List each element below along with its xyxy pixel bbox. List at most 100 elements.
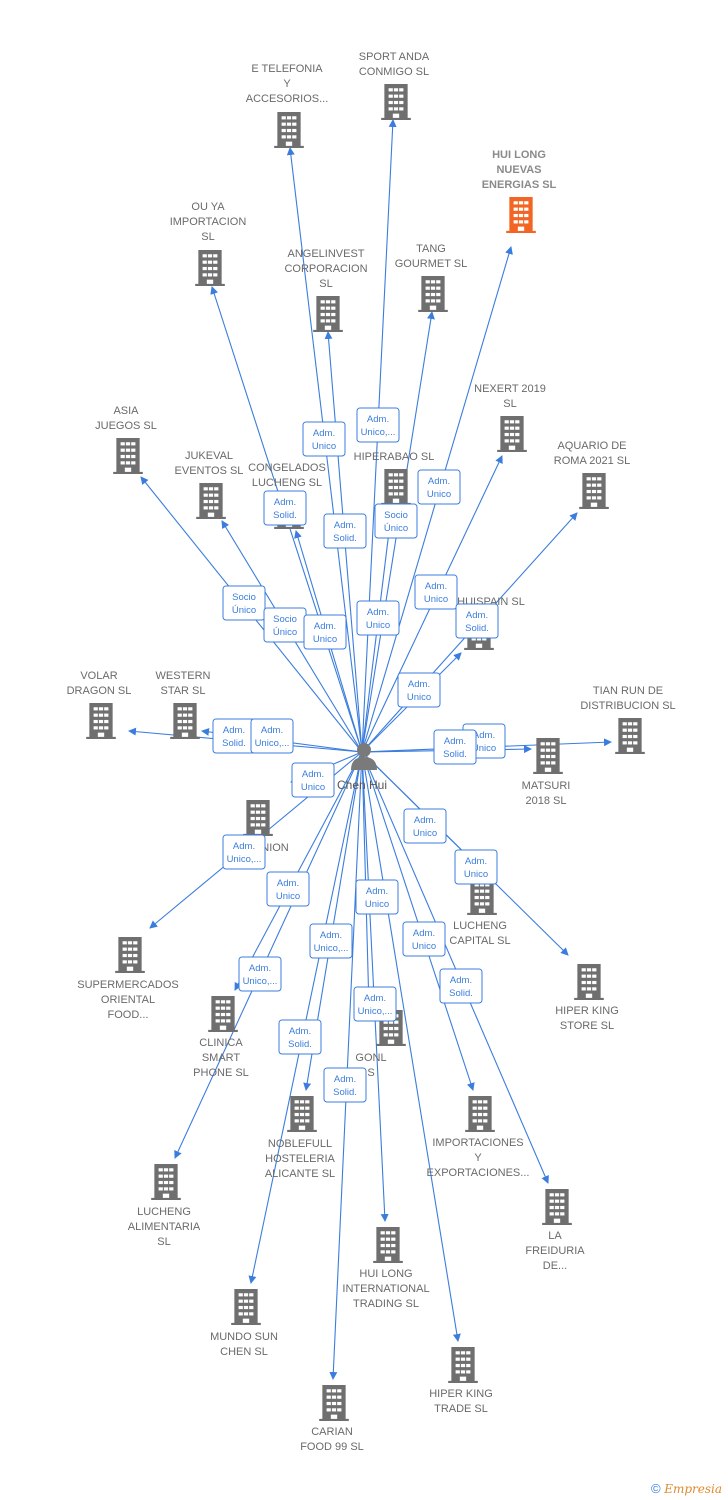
relation-badge-box xyxy=(433,729,477,765)
relation-badge-text: Adm. xyxy=(334,1074,356,1085)
relation-badge-text: Unico xyxy=(312,441,336,452)
relation-badge[interactable]: Adm.Unico,... xyxy=(238,956,282,992)
relation-badge-text: Solid. xyxy=(288,1039,312,1050)
relation-badge[interactable]: Adm.Unico xyxy=(414,574,458,610)
relation-badge[interactable]: Adm.Unico,... xyxy=(353,986,397,1022)
company-node-c1[interactable]: E TELEFONIAYACCESORIOS... xyxy=(246,63,329,148)
relation-badge-text: Adm. xyxy=(261,725,283,736)
relation-badge[interactable]: Adm.Solid. xyxy=(433,729,477,765)
company-node-c20[interactable]: SUPERMERCADOSORIENTALFOOD... xyxy=(77,937,179,1021)
relation-badge[interactable]: Adm.Unico xyxy=(356,600,400,636)
building-icon xyxy=(195,250,225,286)
company-name-line: NOBLEFULL xyxy=(268,1138,332,1150)
relation-badge-text: Adm. xyxy=(313,428,335,439)
relation-badge[interactable]: Adm. Unico xyxy=(303,614,347,650)
relation-badge[interactable]: Adm.Unico xyxy=(266,871,310,907)
building-icon xyxy=(533,738,563,774)
relation-badge[interactable]: Adm.Unico xyxy=(402,921,446,957)
company-name-line: JUEGOS SL xyxy=(95,420,157,432)
center-person[interactable]: Chen Hui xyxy=(337,743,387,792)
company-name-line: SL xyxy=(157,1236,170,1248)
relation-badge[interactable]: Adm.Solid. xyxy=(323,1067,367,1103)
building-icon xyxy=(86,703,116,739)
edge-c30 xyxy=(361,751,461,1342)
relation-badge-box xyxy=(222,585,266,621)
relation-badge[interactable]: Adm.Solid. xyxy=(455,603,499,639)
company-name-line: CARIAN xyxy=(311,1426,353,1438)
relation-badge[interactable]: Adm.Unico,... xyxy=(309,923,353,959)
relation-badge-text: Adm. xyxy=(289,1026,311,1037)
relation-badge[interactable]: Adm.Unico xyxy=(403,808,447,844)
building-icon xyxy=(196,483,226,519)
relation-badge[interactable]: Adm.Unico xyxy=(355,879,399,915)
building-icon xyxy=(381,469,411,505)
relation-badge[interactable]: Adm.Solid. xyxy=(439,968,483,1004)
relation-badge-text: Adm. xyxy=(367,607,389,618)
building-icon xyxy=(448,1347,478,1383)
relation-badge[interactable]: Adm.Unico xyxy=(417,469,461,505)
relation-badge[interactable]: Adm. Solid. xyxy=(263,490,307,526)
empresia-logo[interactable]: Empresia xyxy=(664,1482,722,1496)
relation-badge[interactable]: Adm.Unico xyxy=(454,849,498,885)
relation-badge-text: Solid. xyxy=(273,510,297,521)
relation-badge-text: Adm. xyxy=(274,497,296,508)
relation-badge-text: Adm. xyxy=(320,930,342,941)
relation-badge[interactable]: Adm.Unico xyxy=(291,762,335,798)
building-icon xyxy=(465,1096,495,1132)
relation-badge-box xyxy=(263,490,307,526)
relation-badge-text: Adm. xyxy=(314,621,336,632)
relation-badge[interactable]: Adm. Unico xyxy=(302,421,346,457)
company-node-c25[interactable]: IMPORTACIONESYEXPORTACIONES... xyxy=(427,1096,530,1179)
relation-badge[interactable]: Adm.Unico xyxy=(397,672,441,708)
company-node-c27[interactable]: LAFREIDURIADE... xyxy=(525,1189,585,1272)
relation-badge-text: Único xyxy=(384,523,408,534)
relation-badge-box xyxy=(397,672,441,708)
relation-badge-text: Adm. xyxy=(428,476,450,487)
relation-badge-box xyxy=(402,921,446,957)
relation-badge-text: Unico xyxy=(313,634,337,645)
relation-badge[interactable]: Adm.Unico,... xyxy=(222,834,266,870)
relation-badge[interactable]: Adm.Solid. xyxy=(212,718,256,754)
company-name-line: ENERGIAS SL xyxy=(482,179,557,191)
edge-c27 xyxy=(361,751,549,1184)
relation-badge[interactable]: Adm.Unico,... xyxy=(356,407,400,443)
company-name-line: DE... xyxy=(543,1260,567,1272)
company-name-line: EVENTOS SL xyxy=(175,465,244,477)
building-icon xyxy=(313,296,343,332)
relation-badge[interactable]: Adm.Unico,... xyxy=(250,718,294,754)
company-node-c11[interactable]: HIPERABAO SL xyxy=(354,451,435,505)
company-name-line: Y xyxy=(283,78,291,90)
relation-badge[interactable]: Adm.Solid. xyxy=(323,513,367,549)
relation-badge[interactable]: Adm. Solid. xyxy=(278,1019,322,1055)
relation-badge-text: Único xyxy=(273,627,297,638)
company-node-c18[interactable]: NION xyxy=(243,800,289,854)
